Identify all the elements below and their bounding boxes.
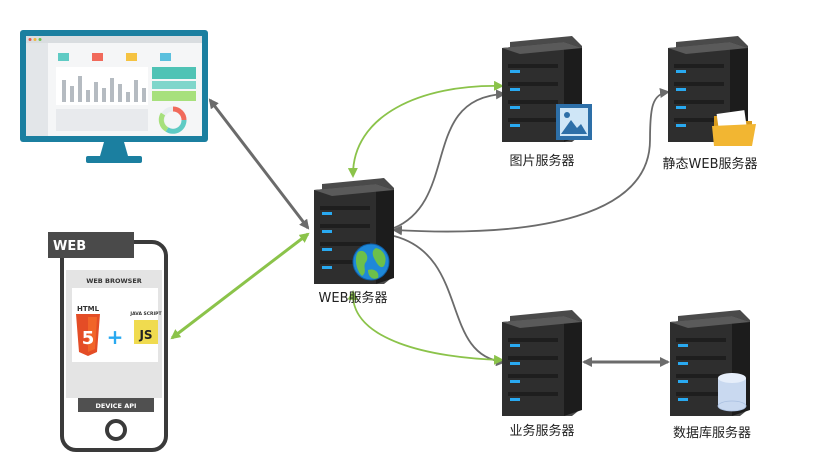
web-business-green-arrow	[347, 290, 504, 365]
javascript-caption: JAVA SCRIPT	[129, 311, 162, 317]
js-label: JS	[138, 328, 152, 342]
business-server-label: 业务服务器	[509, 424, 575, 439]
image-server-label: 图片服务器	[509, 154, 575, 169]
html-label: HTML	[77, 305, 100, 313]
picture-icon	[556, 104, 592, 140]
folder-icon	[712, 110, 756, 146]
database-server-label: 数据库服务器	[672, 426, 752, 441]
static-server-label: 静态WEB服务器	[662, 157, 758, 172]
monitor-web-arrow	[208, 98, 310, 230]
mobile-tag-label: WEB	[53, 239, 86, 254]
mobile-web-arrow	[170, 232, 310, 340]
device-api-label: DEVICE API	[96, 402, 137, 410]
web-image-gray-arrow	[393, 89, 506, 229]
plus-sign: +	[107, 325, 124, 349]
web-business-gray-arrow	[393, 235, 506, 367]
web-server-label: WEB服务器	[318, 291, 388, 306]
globe-icon	[352, 243, 390, 281]
html5-number: 5	[82, 328, 95, 349]
database-cylinder-icon	[717, 373, 747, 412]
business-server-icon	[502, 310, 582, 416]
mobile-phone	[48, 232, 168, 452]
web-browser-label: WEB BROWSER	[86, 277, 142, 285]
web-static-arrow	[392, 88, 670, 236]
desktop-monitor	[20, 30, 208, 163]
